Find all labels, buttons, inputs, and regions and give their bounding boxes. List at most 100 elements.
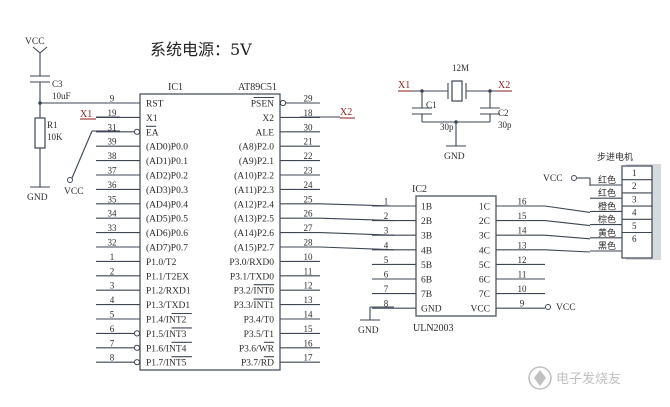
ic2-right-pin-name: 1C	[479, 203, 490, 213]
ic2-left-pin-name: 4B	[421, 246, 432, 256]
ic1-pins: 9RST19X131EA39(AD0)P0.038(AD1)P0.137(AD2…	[96, 94, 395, 369]
motor-wire-color: 黄色	[598, 227, 616, 239]
ic1-left-pin-number: 36	[108, 180, 118, 190]
ic1-left-pin-name: RST	[146, 100, 164, 110]
ic1-left-pin-name: P1.2/RXD1	[146, 287, 191, 297]
ic2-right-pin-name: 2C	[479, 217, 490, 227]
ic1-left-pin-name: (AD3)P0.3	[146, 185, 188, 196]
ic1-left-pin-name: (AD7)P0.7	[146, 243, 188, 254]
wire-uln-to-motor	[544, 205, 591, 213]
ic1-ref: IC1	[168, 82, 183, 93]
ic1-right-pin-number: 24	[304, 180, 314, 190]
ic1-right-pin-name: (A15)P2.7	[234, 243, 274, 254]
ic1-right-pin-number: 25	[304, 194, 314, 204]
ic2-right-pin-number: 13	[518, 240, 528, 250]
vcc-top-arrow-left	[32, 46, 41, 54]
ic2: IC2 ULN2003 11B22B33B44B55B66B77B8GND161…	[372, 184, 591, 334]
ic1-left-pin-number: 7	[110, 338, 115, 348]
motor-pin-number: 2	[632, 181, 637, 191]
ic1-right-pin-bubble	[279, 99, 287, 107]
ic2-left-pin-number: 1	[384, 197, 389, 207]
ic1-right-pin-number: 29	[304, 94, 314, 104]
ic2-left-pin-number: 7	[384, 284, 389, 294]
ic1-right-pin-name: (A9)P2.1	[239, 156, 274, 167]
ic1-left-pin-number: 9	[110, 94, 115, 104]
ic1-right-pin-number: 17	[304, 353, 314, 363]
ic1-body	[139, 93, 281, 371]
wire-ea-vcc-diag	[71, 130, 93, 179]
ic2-vcc-terminal	[545, 304, 551, 310]
ic1-right-pin-number: 15	[304, 324, 314, 334]
ic2-part: ULN2003	[413, 323, 454, 334]
wire-uln-to-motor	[544, 249, 591, 253]
ic2-right-pin-number: 16	[518, 197, 528, 207]
ic1-right-pin-number: 22	[304, 151, 313, 161]
motor-pin-number: 6	[632, 234, 637, 244]
ic1-right-pin-name: (A10)P2.2	[234, 171, 274, 182]
ic2-left-pin-name: 1B	[421, 203, 432, 213]
net-x1-ic1: X1	[80, 109, 92, 120]
ic2-right-pin-name: 5C	[479, 261, 490, 271]
ic1-left-pin-number: 8	[110, 353, 115, 363]
ic2-left-pin-name: 6B	[421, 276, 432, 286]
crystal-value: 12M	[452, 63, 469, 73]
ic2-left-pin-number: 8	[384, 299, 389, 309]
ic2-left-pin-number: 5	[384, 255, 389, 265]
ic1-left-pin-bubble	[133, 359, 141, 366]
ic2-right-pin-name: 6C	[479, 276, 490, 286]
c1-value: 30p	[440, 122, 454, 132]
ic1-right-pin-name: P3.4/T0	[244, 316, 275, 326]
ic1-left-pin-number: 32	[108, 238, 117, 248]
ic1-left-pin-name: EA	[146, 128, 159, 138]
ic1-right-pin-name: (A11)P2.3	[235, 185, 275, 196]
ic1-left-pin-number: 1	[110, 252, 115, 262]
motor-vcc-terminal	[571, 175, 577, 181]
ic1-left-pin-number: 19	[108, 108, 118, 118]
ic2-right-pin-name: 3C	[479, 232, 490, 242]
ic1-left-pin-bubble	[133, 330, 141, 337]
ic1-right-pin-number: 23	[304, 166, 314, 176]
ic1: IC1 AT89C51 9RST19X131EA39(AD0)P0.038(AD…	[96, 82, 395, 371]
ic1-right-pin-number: 10	[304, 252, 314, 262]
chevron-right-icon[interactable]: ›	[645, 201, 651, 217]
ic1-part: AT89C51	[238, 82, 277, 93]
ic2-gnd-label: GND	[358, 326, 379, 336]
c3-ref: C3	[52, 79, 63, 89]
ic1-left-pin-name: (AD1)P0.1	[146, 156, 188, 167]
ic1-right-pin-number: 27	[304, 223, 314, 233]
motor-pin-number: 1	[632, 168, 637, 178]
vcc-top-label: VCC	[25, 37, 45, 47]
ic1-right-pin-number: 13	[304, 295, 314, 305]
ic2-right-pin-number: 14	[518, 226, 528, 236]
crystal-net-x1: X1	[398, 80, 410, 91]
ic1-left-pin-number: 2	[110, 266, 115, 276]
ic1-left-pin-name: (AD6)P0.6	[146, 228, 188, 239]
wire-uln-to-motor	[544, 234, 591, 240]
ic1-right-pin-name: P3.1/TXD0	[230, 272, 274, 282]
ic1-right-pin-number: 14	[304, 310, 314, 320]
ic1-left-pin-number: 4	[110, 295, 115, 305]
watermark-logo-icon	[528, 366, 552, 390]
ic1-left-pin-number: 33	[108, 223, 118, 233]
ic2-right-pin-name: VCC	[470, 305, 490, 315]
ic1-right-pin-name: P3.5/T1	[244, 330, 275, 340]
ic1-left-pin-name: P1.7/INT5	[146, 359, 187, 369]
ic1-right-pin-number: 16	[304, 338, 314, 348]
junction-rst	[38, 101, 42, 105]
ic1-left-pin-name: (AD0)P0.0	[146, 142, 188, 153]
ic1-right-pin-name: P3.3/INT1	[234, 301, 275, 311]
crystal-gnd-label: GND	[444, 152, 465, 162]
ic1-left-pin-bubble	[133, 128, 141, 135]
ic1-left-pin-number: 38	[108, 151, 118, 161]
ic1-left-pin-number: 35	[108, 194, 118, 204]
ic1-right-pin-number: 30	[304, 122, 314, 132]
crystal-net-x2: X2	[498, 80, 510, 91]
ic1-left-pin-name: P1.1/T2EX	[146, 272, 189, 282]
reset-network: VCC C3 10uF R1 10K GND X1 VCC	[25, 37, 120, 203]
ic2-right-pin-number: 11	[518, 270, 527, 280]
ic2-left-pin-name: GND	[421, 305, 442, 315]
ic1-left-pin-number: 39	[108, 137, 118, 147]
ic1-right-pin-name: (A14)P2.6	[234, 228, 274, 239]
